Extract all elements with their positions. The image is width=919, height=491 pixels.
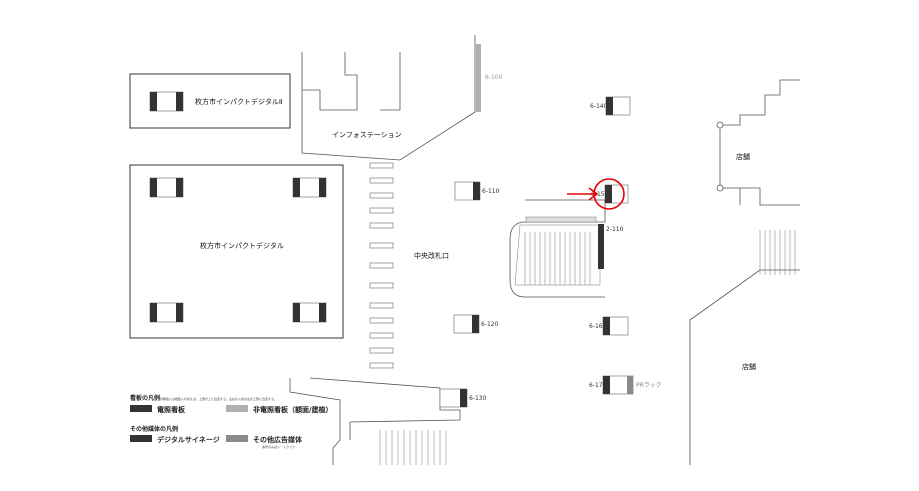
legend-note: 同看板には複数入れ替えは、上部が上に位置する。左右の入替は左が上部に位置する。: [160, 396, 277, 401]
sign-6-140[interactable]: 6-140: [590, 96, 631, 116]
digital-2-label: 枚方市インパクトデジタルⅡ: [195, 97, 282, 106]
store-label: 店舗: [742, 362, 756, 371]
legend-unlit-label: 非電照看板（額面/建植）: [253, 405, 333, 414]
pr-rack-label: PRラック: [636, 382, 662, 389]
pillar: [716, 121, 724, 129]
digital-signage-units[interactable]: [149, 177, 327, 323]
sign-number: 6-120: [481, 321, 499, 328]
store-label: 店舗: [736, 152, 750, 161]
legend-digital-label: デジタルサイネージ: [157, 435, 220, 444]
legend-lit-label: 電照看板: [157, 405, 186, 414]
sign-number: 6-110: [482, 188, 500, 195]
legend-title: 看板の凡例: [130, 394, 160, 402]
sign-number: 2-110: [606, 226, 624, 233]
sign-number: 6-100: [485, 74, 503, 81]
highlight-arrow-icon: [567, 187, 599, 201]
sign-6-120[interactable]: 6-120: [453, 314, 499, 334]
sign-number: 6-140: [590, 103, 608, 110]
sign-number: 6-160: [589, 323, 607, 330]
sign-2-110[interactable]: 2-110: [598, 224, 624, 269]
sign-6-130[interactable]: 6-130: [439, 388, 487, 408]
digital-signage-2[interactable]: [149, 91, 184, 112]
sign-6-150[interactable]: 6-150: [591, 184, 629, 204]
legend: 看板の凡例 同看板には複数入れ替えは、上部が上に位置する。左右の入替は左が上部に…: [130, 394, 333, 449]
legend-title: その他媒体の凡例: [130, 425, 178, 433]
sign-number: 6-150: [591, 191, 609, 198]
sign-6-100[interactable]: 6-100: [476, 44, 503, 112]
sign-number: 6-130: [469, 395, 487, 402]
walls: [289, 35, 800, 465]
legend-swatch-digital: [130, 435, 152, 442]
legend-other-label: その他広告媒体: [253, 435, 303, 444]
floor-stripes: [369, 162, 394, 369]
legend-note: 番号のみはシートラック: [262, 444, 295, 449]
sign-6-170[interactable]: 6-170 PRラック: [589, 375, 662, 395]
unlit-sign-bar: [476, 44, 481, 112]
pillar: [716, 184, 724, 192]
digital-label: 枚方市インパクトデジタル: [200, 241, 284, 250]
escalator: [379, 216, 796, 465]
legend-swatch-other: [226, 435, 248, 442]
sign-6-160[interactable]: 6-160: [589, 316, 629, 336]
sign-number: 6-170: [589, 382, 607, 389]
legend-swatch-unlit: [226, 405, 248, 412]
sign-6-110[interactable]: 6-110: [454, 181, 500, 201]
central-gate-label: 中央改札口: [414, 251, 449, 260]
legend-swatch-lit: [130, 405, 152, 412]
info-station-label: インフォステーション: [332, 131, 402, 139]
